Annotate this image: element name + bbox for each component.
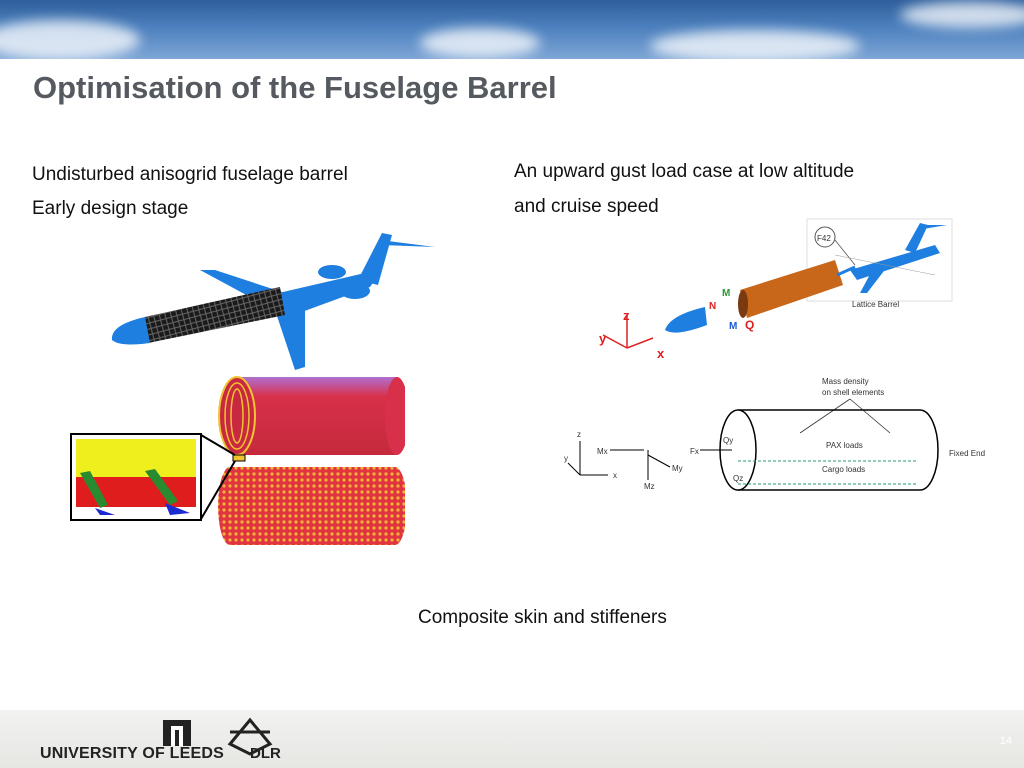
anisogrid-aircraft-figure bbox=[111, 233, 435, 370]
lattice-barrel-label: Lattice Barrel bbox=[852, 300, 899, 309]
leeds-tower-logo bbox=[163, 720, 191, 746]
left-caption-line2: Early design stage bbox=[32, 198, 189, 219]
coord-y-label: y bbox=[564, 454, 568, 463]
dlr-logo-text: DLR bbox=[250, 745, 281, 762]
fixed-end-label: Fixed End bbox=[949, 449, 985, 458]
load-mx-label: M bbox=[729, 321, 737, 332]
coord-z-label: z bbox=[577, 430, 581, 439]
stiffener-zoom-inset bbox=[70, 433, 236, 521]
slide-title: Optimisation of the Fuselage Barrel bbox=[33, 70, 557, 105]
cargo-loads-label: Cargo loads bbox=[822, 465, 865, 474]
dlr-logo bbox=[227, 717, 273, 756]
left-caption-line1: Undisturbed anisogrid fuselage barrel bbox=[32, 164, 348, 185]
mass-density-label-1: Mass density bbox=[822, 377, 869, 386]
mz-label: Mz bbox=[644, 482, 655, 491]
load-qz-label: Q bbox=[745, 318, 754, 332]
qy-label: Qy bbox=[723, 436, 733, 445]
mass-density-label-2: on shell elements bbox=[822, 388, 884, 397]
gust-load-aircraft-figure: F42 Lattice Barrel M N M Q z y x bbox=[599, 218, 953, 361]
fx-label: Fx bbox=[690, 447, 699, 456]
f42-label: F42 bbox=[817, 234, 831, 243]
right-caption-line1: An upward gust load case at low altitude bbox=[514, 161, 855, 182]
coord-x-label: x bbox=[613, 471, 617, 480]
bottom-caption: Composite skin and stiffeners bbox=[418, 607, 667, 628]
pax-loads-label: PAX loads bbox=[826, 441, 863, 450]
my-label: My bbox=[672, 464, 683, 473]
axis-x-label: x bbox=[657, 346, 665, 361]
load-m-label: M bbox=[722, 288, 730, 299]
qz-label: Qz bbox=[733, 474, 743, 483]
mx-label: Mx bbox=[597, 447, 608, 456]
page-number: 14 bbox=[999, 735, 1012, 747]
university-of-leeds-logo-text: UNIVERSITY OF LEEDS bbox=[40, 745, 224, 762]
composite-barrels-figure bbox=[218, 376, 405, 545]
header-sky-banner bbox=[0, 0, 1024, 59]
axis-z-label: z bbox=[623, 308, 630, 323]
axis-y-label: y bbox=[599, 331, 607, 346]
load-schematic-figure: Mass density on shell elements PAX loads… bbox=[564, 377, 985, 491]
right-caption-line2: and cruise speed bbox=[514, 196, 659, 217]
load-n-label: N bbox=[709, 301, 716, 312]
